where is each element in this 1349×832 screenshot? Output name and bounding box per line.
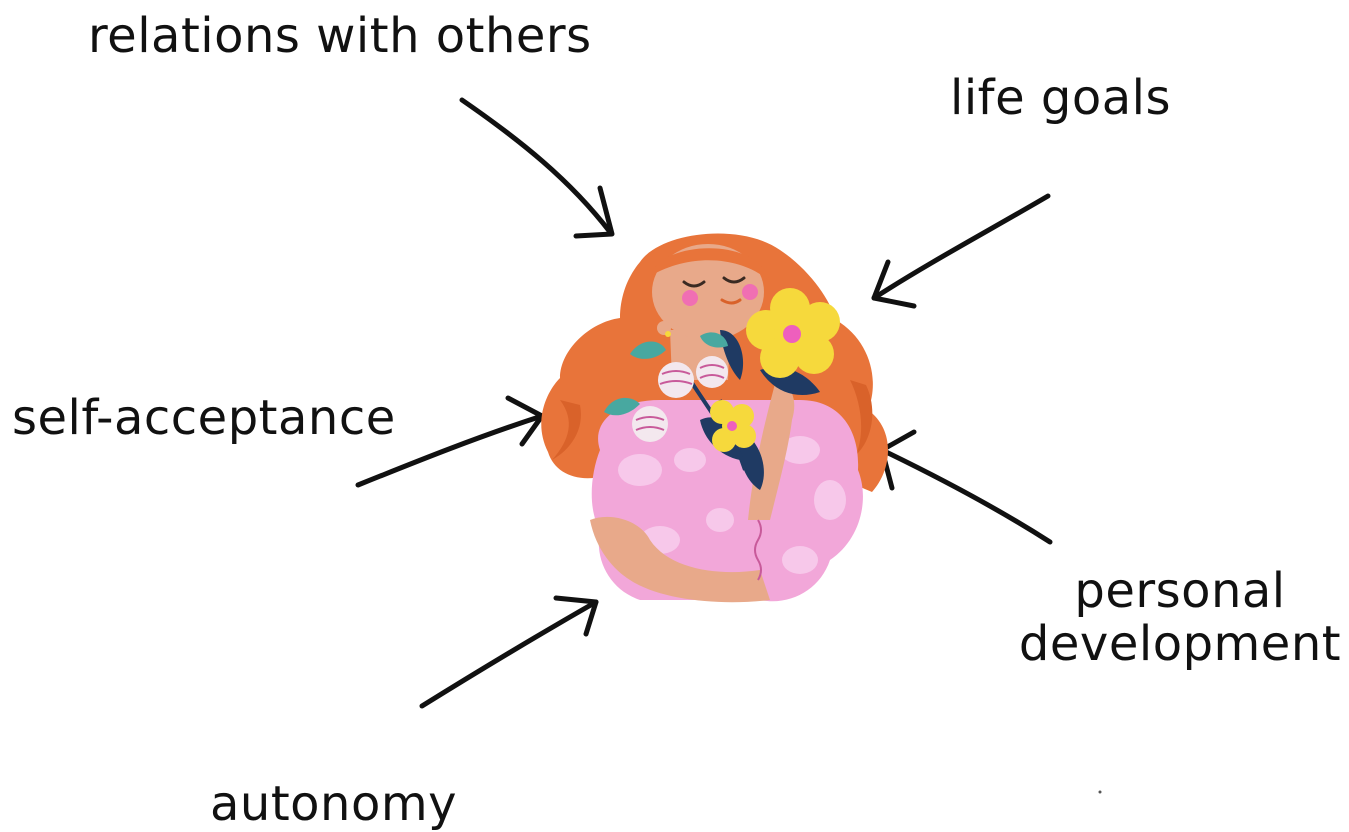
stray-dot xyxy=(1099,791,1102,794)
arrow-self-acceptance xyxy=(358,398,542,485)
arrow-life-goals xyxy=(874,196,1048,306)
arrow-personal-development xyxy=(882,432,1050,542)
arrow-autonomy xyxy=(422,598,596,706)
arrow-relations xyxy=(462,100,612,236)
illustration-woman-with-flowers xyxy=(541,233,888,602)
